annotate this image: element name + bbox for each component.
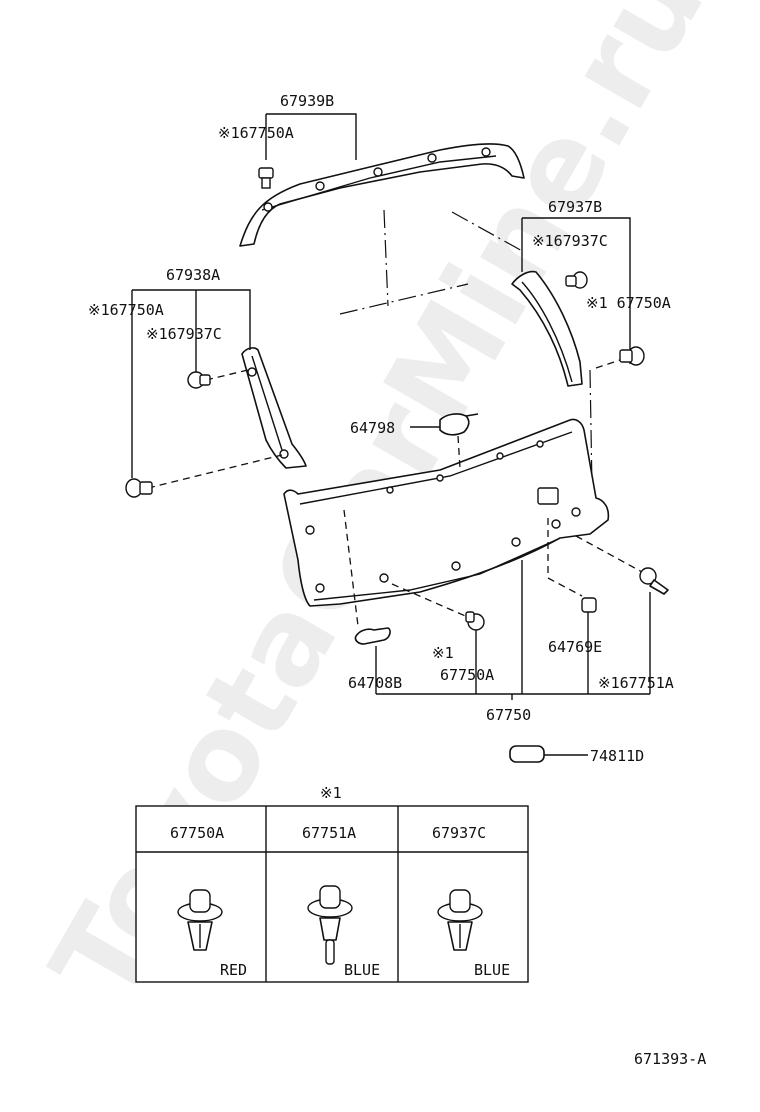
upper-trim-67939B — [239, 143, 525, 247]
back-door-trim-board-67750 — [283, 418, 610, 607]
clip-drawing-67751A — [307, 885, 353, 965]
label-167937C-right: ※167937C — [532, 232, 608, 250]
label-67937B: 67937B — [548, 198, 602, 216]
label-64769E: 64769E — [548, 638, 602, 656]
hook-64708B — [354, 627, 391, 645]
part-74811D — [509, 745, 588, 763]
label-167937C-left: ※167937C — [146, 325, 222, 343]
table-color-3: BLUE — [474, 961, 510, 979]
label-asterisk-1: ※1 — [432, 644, 454, 662]
table-header-3: 67937C — [432, 824, 486, 842]
label-167750A-right: ※1 67750A — [586, 294, 671, 312]
clip-color-table: ※1 67750A 67751A 67937C RED — [135, 784, 529, 983]
clip-67750A-bottom — [465, 611, 485, 631]
label-64798: 64798 — [350, 419, 395, 437]
clip-167750A-left — [125, 478, 153, 498]
table-color-1: RED — [220, 961, 247, 979]
label-67750: 67750 — [486, 706, 531, 724]
clip-drawing-67750A — [177, 889, 223, 951]
label-67938A: 67938A — [166, 266, 220, 284]
clip-167751A — [639, 567, 669, 595]
clip-drawing-67937C — [437, 889, 483, 951]
label-167751A: ※167751A — [598, 674, 674, 692]
table-header-1: 67750A — [170, 824, 224, 842]
right-pillar-trim-67937B — [511, 270, 583, 387]
left-pillar-trim-67938A — [241, 347, 307, 469]
clip-167750A-top — [258, 167, 274, 189]
label-167750A-left: ※167750A — [88, 301, 164, 319]
label-74811D: 74811D — [590, 747, 644, 765]
clip-167937C-left — [187, 371, 211, 389]
clip-64769E — [581, 597, 597, 613]
label-64708B: 64708B — [348, 674, 402, 692]
label-67939B: 67939B — [280, 92, 334, 110]
clip-167750A-right — [619, 346, 645, 366]
table-note: ※1 — [320, 784, 342, 802]
label-67750A-bottom: 67750A — [440, 666, 494, 684]
label-167750A-top: ※167750A — [218, 124, 294, 142]
table-header-2: 67751A — [302, 824, 356, 842]
grip-64798 — [439, 413, 479, 436]
figure-code: 671393-A — [634, 1050, 706, 1068]
table-color-2: BLUE — [344, 961, 380, 979]
clip-167937C-right — [565, 271, 588, 289]
